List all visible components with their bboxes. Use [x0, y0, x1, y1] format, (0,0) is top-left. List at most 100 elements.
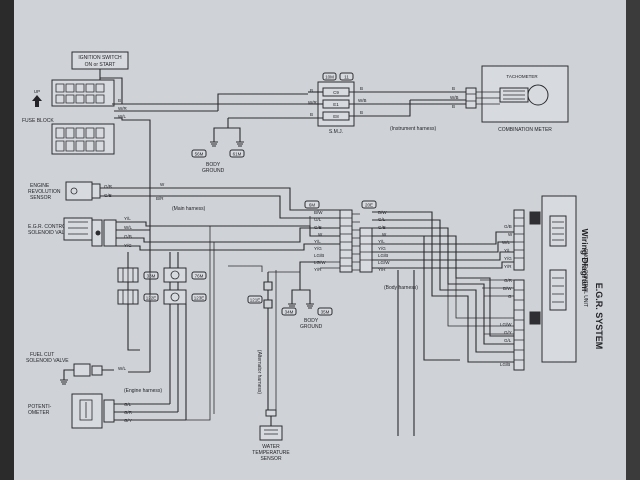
body-ground-label: BODY	[206, 162, 221, 168]
svg-text:W/L: W/L	[118, 366, 126, 371]
up-label: UP	[34, 89, 40, 94]
svg-text:20E: 20E	[365, 203, 373, 208]
svg-text:123E: 123E	[194, 296, 205, 301]
fuse-block-label: FUSE BLOCK	[22, 118, 54, 124]
svg-text:W/L: W/L	[118, 114, 126, 119]
svg-text:61M: 61M	[233, 152, 242, 157]
svg-text:G/B: G/B	[124, 234, 132, 239]
svg-text:SENSOR: SENSOR	[260, 456, 282, 462]
svg-text:G/L: G/L	[504, 338, 512, 343]
svg-text:121E: 121E	[250, 298, 261, 303]
combination-meter: TACHOMETER COMBINATION METER	[481, 65, 569, 133]
svg-text:Y/R: Y/R	[314, 267, 322, 272]
svg-text:WATER: WATER	[262, 444, 280, 450]
svg-text:W: W	[382, 232, 387, 237]
svg-text:122E: 122E	[146, 296, 157, 301]
svg-text:11: 11	[344, 75, 349, 80]
svg-text:COMBINATION METER: COMBINATION METER	[498, 127, 552, 133]
svg-text:FUEL CUT: FUEL CUT	[30, 352, 54, 358]
svg-text:34M: 34M	[285, 310, 294, 315]
svg-text:LG/W: LG/W	[314, 260, 326, 265]
svg-text:REVOLUTION: REVOLUTION	[28, 189, 61, 195]
harness-6m-labels: B/W G/L G/B W Y/L Y/G LG/B LG/W Y/R	[314, 210, 326, 272]
page-binding-edge	[0, 0, 14, 480]
svg-text:W: W	[318, 232, 323, 237]
instrument-harness-label: (Instrument harness)	[390, 126, 436, 132]
svg-text:G/Y: G/Y	[504, 330, 512, 335]
svg-text:LG/W: LG/W	[500, 322, 512, 327]
fuse-block: FUSE BLOCK	[22, 79, 115, 155]
svg-text:SOLENOID VALVE: SOLENOID VALVE	[26, 358, 69, 364]
wiring-diagram-page: E.G.R. SYSTEM Wiring Diagram IGNITION SW…	[14, 0, 626, 480]
svg-text:G/R: G/R	[504, 278, 513, 283]
svg-text:B/R: B/R	[156, 196, 164, 201]
connector-122e: 122E	[117, 289, 159, 305]
svg-text:E1: E1	[333, 102, 339, 107]
ignition-switch: IGNITION SWITCH ON or START	[71, 51, 129, 70]
svg-text:76M: 76M	[195, 274, 204, 279]
svg-text:LG/B: LG/B	[500, 362, 510, 367]
connector-33m: 33M	[117, 267, 159, 283]
fuel-cut-solenoid-valve: FUEL CUT SOLENOID VALVE	[26, 352, 103, 385]
connector-123e: 123E	[163, 289, 207, 305]
svg-text:G/B: G/B	[314, 225, 322, 230]
svg-text:ENGINE: ENGINE	[30, 183, 50, 189]
svg-text:W: W	[508, 232, 513, 237]
harness-20e-labels: B/W G/L G/B W Y/L Y/G LG/B LG/W Y/R	[378, 210, 390, 272]
svg-text:G/R: G/R	[104, 184, 113, 189]
engine-revolution-sensor: ENGINE REVOLUTION SENSOR	[28, 181, 101, 201]
svg-text:Y/L: Y/L	[124, 216, 131, 221]
svg-text:GROUND: GROUND	[202, 168, 225, 174]
svg-text:TEMPERATURE: TEMPERATURE	[252, 450, 290, 456]
connector-76m: 76M	[163, 267, 207, 283]
svg-text:B: B	[118, 98, 121, 103]
section-title: E.G.R. SYSTEM	[594, 283, 604, 350]
svg-text:LG/W: LG/W	[378, 260, 390, 265]
svg-text:Y/L: Y/L	[314, 239, 321, 244]
svg-text:Y/L: Y/L	[504, 248, 511, 253]
svg-text:E.G.R. CONTROL: E.G.R. CONTROL	[28, 224, 69, 230]
svg-text:10M: 10M	[325, 75, 334, 80]
connector-6m: 6M	[304, 200, 353, 273]
smj-junction: C9 E1 E8 S.M.J.	[317, 81, 355, 135]
connector-56m-top: 56M	[191, 149, 207, 158]
svg-text:G/B: G/B	[504, 224, 512, 229]
svg-text:B: B	[360, 86, 363, 91]
svg-text:B/W: B/W	[503, 286, 512, 291]
body-harness-label: (Body harness)	[384, 285, 418, 291]
svg-text:Y/R: Y/R	[378, 267, 386, 272]
svg-text:IGNITION SWITCH: IGNITION SWITCH	[78, 55, 122, 61]
connector-61m: 61M	[229, 149, 245, 158]
svg-text:POTENTI-: POTENTI-	[28, 404, 52, 410]
svg-text:SOLENOID VALVE: SOLENOID VALVE	[28, 230, 71, 236]
svg-text:E8: E8	[333, 114, 339, 119]
body-ground-label-2: BODY	[304, 318, 319, 324]
svg-text:GROUND: GROUND	[300, 324, 323, 330]
connector-11: 11	[339, 72, 354, 81]
ecu-wire-labels: G/B W W/L Y/L Y/G Y/R G/R B/W G LG/W G/Y…	[500, 224, 513, 367]
engine-harness-label: (Engine harness)	[124, 388, 162, 394]
svg-text:TACHOMETER: TACHOMETER	[506, 74, 538, 79]
svg-text:Y/R: Y/R	[504, 264, 512, 269]
svg-text:LG/B: LG/B	[314, 253, 324, 258]
svg-text:6M: 6M	[309, 203, 316, 208]
egr-solenoid-valve: E.G.R. CONTROL SOLENOID VALVE	[28, 217, 117, 247]
alternator-harness-label: (Alternator harness)	[256, 350, 262, 395]
svg-text:OMETER: OMETER	[28, 410, 50, 416]
svg-text:W/L: W/L	[124, 225, 132, 230]
diagram-title: Wiring Diagram	[580, 229, 590, 292]
svg-text:B: B	[452, 86, 455, 91]
water-temperature-sensor: WATER TEMPERATURE SENSOR	[252, 416, 290, 462]
connector-35m: 35M	[317, 307, 333, 316]
svg-text:C9: C9	[333, 90, 339, 95]
main-harness-label: (Main harness)	[172, 206, 206, 212]
svg-text:W/R: W/R	[308, 100, 317, 105]
potentiometer: POTENTI- OMETER	[28, 393, 115, 429]
svg-text:W/R: W/R	[118, 106, 127, 111]
connector-20e: 20E	[359, 200, 377, 273]
svg-text:33M: 33M	[147, 274, 156, 279]
svg-text:56M: 56M	[195, 152, 204, 157]
engine-control-unit: ENGINE CONTROL UNIT	[513, 195, 588, 371]
svg-text:B/W: B/W	[314, 210, 323, 215]
svg-text:G/L: G/L	[314, 217, 322, 222]
